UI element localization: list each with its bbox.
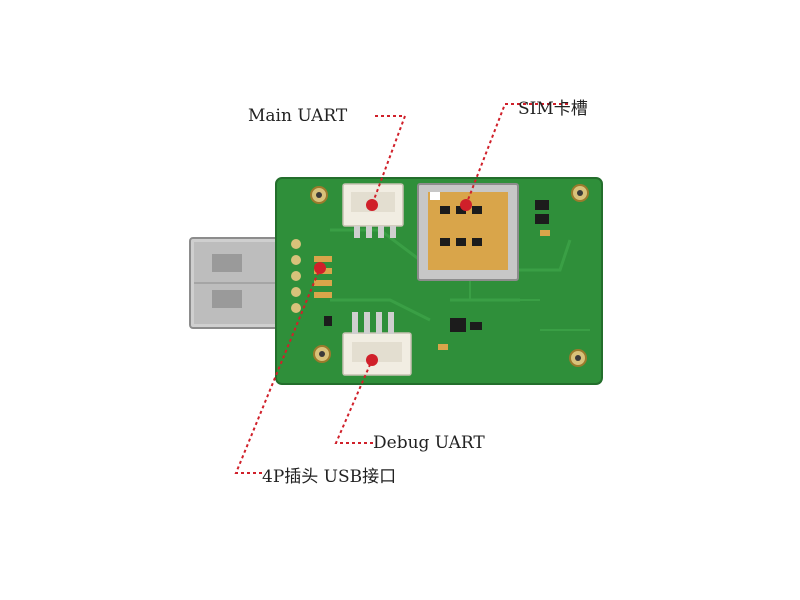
marker-main-uart bbox=[366, 199, 378, 211]
leader-sim bbox=[465, 103, 568, 206]
marker-usb bbox=[314, 262, 326, 274]
marker-debug bbox=[366, 354, 378, 366]
label-usb-interface: 4P插头 USB接口 bbox=[262, 467, 397, 487]
leader-usb bbox=[234, 267, 321, 474]
marker-dots bbox=[314, 199, 472, 366]
usb-plug bbox=[189, 237, 287, 329]
label-debug-uart: Debug UART bbox=[373, 433, 485, 453]
leader-debug bbox=[334, 359, 373, 444]
leader-main-uart bbox=[371, 115, 407, 206]
debug-uart-connector bbox=[342, 312, 412, 376]
label-main-uart: Main UART bbox=[248, 106, 348, 126]
marker-sim bbox=[460, 199, 472, 211]
leader-lines bbox=[234, 103, 568, 474]
label-sim-slot: SIM卡槽 bbox=[518, 99, 588, 119]
